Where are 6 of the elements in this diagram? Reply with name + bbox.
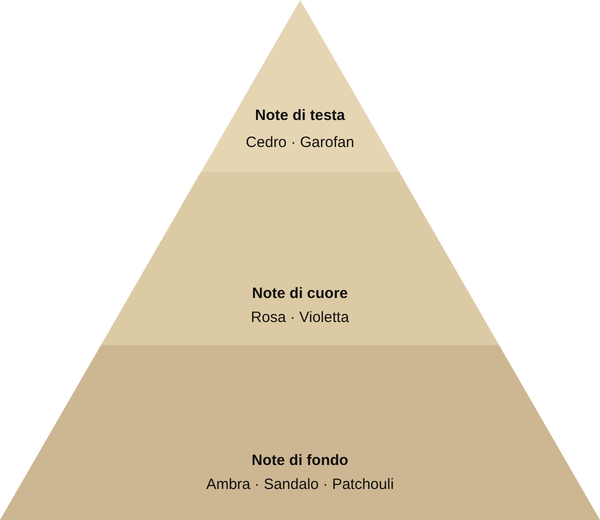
tier-heading: Note di fondo: [252, 452, 348, 469]
tier-notes: Rosa · Violetta: [250, 309, 350, 326]
tier-notes: Ambra · Sandalo · Patchouli: [206, 476, 394, 493]
tier-heading: Note di testa: [254, 107, 345, 124]
tier-heading: Note di cuore: [252, 285, 348, 302]
tier-notes: Cedro · Garofan: [246, 134, 354, 151]
